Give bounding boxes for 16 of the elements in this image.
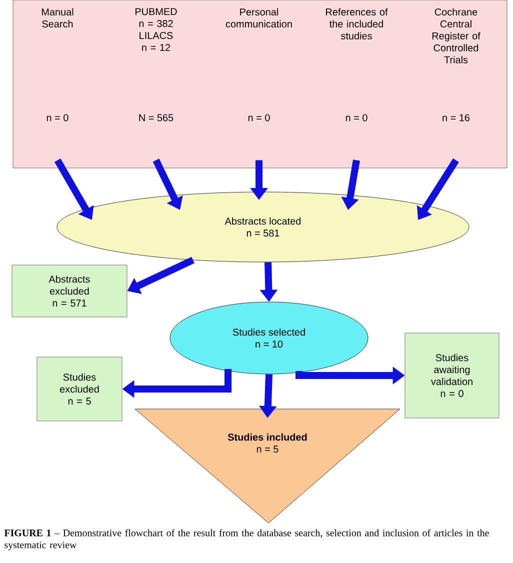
process-box: Studies awaiting validation n = 0	[404, 332, 500, 418]
count-label: N = 565	[139, 114, 174, 122]
source-label: Manual Search	[42, 8, 74, 28]
count-label: n = 0	[46, 114, 68, 122]
count-label: n = 0	[346, 114, 368, 122]
count-label: n = 0	[248, 114, 270, 122]
result-triangle: Studies included n = 5	[134, 408, 400, 524]
figure-caption: FIGURE 1 – Demonstrative flowchart of the result from the database search, selection and inclusion of articles in the systematic review	[4, 529, 489, 550]
source-label: References of the included studies	[326, 8, 388, 40]
source-band	[12, 0, 508, 168]
count-label: n = 16	[442, 114, 470, 122]
source-label: Personal communication	[226, 8, 292, 28]
process-box: Studies excluded n = 5	[36, 356, 122, 422]
source-label: PUBMED n = 382 LILACS n = 12	[136, 8, 177, 51]
source-label: Cochrane Central Register of Controlled Trials	[432, 8, 480, 64]
process-box: Abstracts excluded n = 571	[12, 264, 128, 318]
